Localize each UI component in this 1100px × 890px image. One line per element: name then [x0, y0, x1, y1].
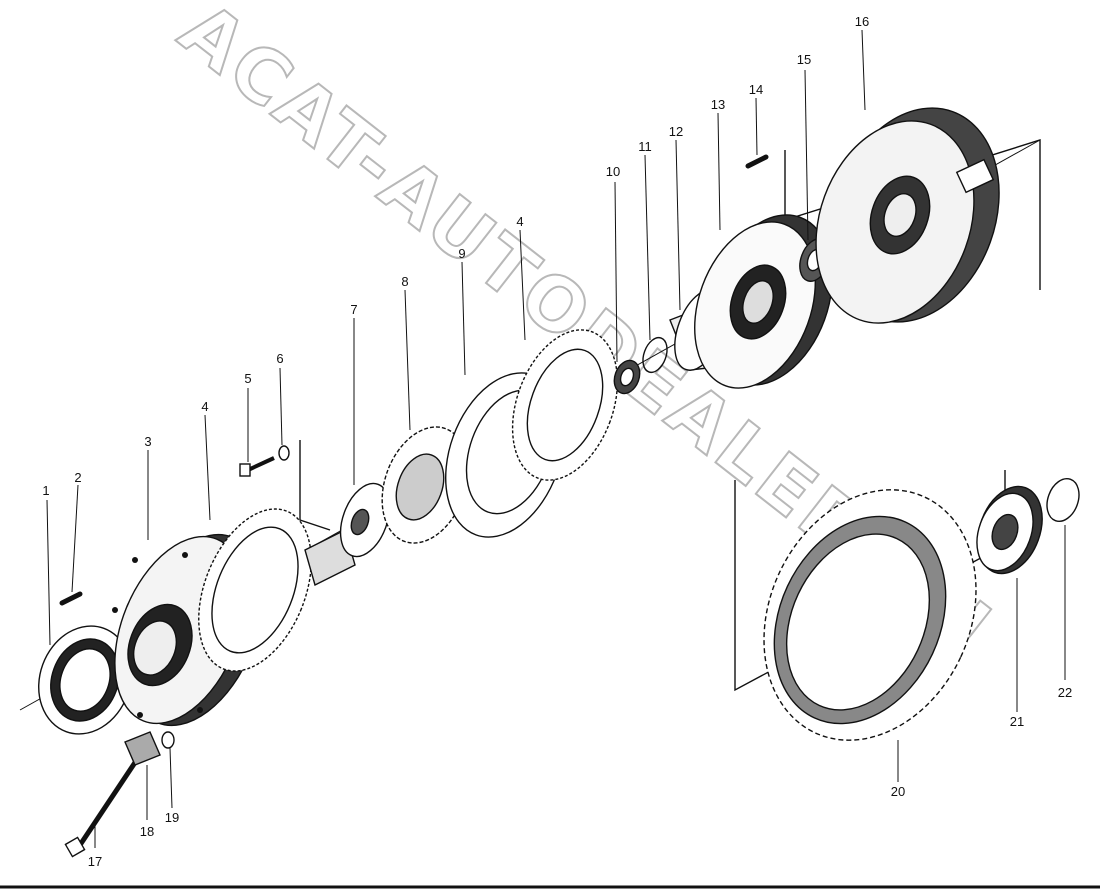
- part-11-snap-ring: [642, 336, 668, 374]
- part-18-lock-plate: [124, 731, 161, 766]
- label-21: 21: [1010, 714, 1024, 729]
- label-19: 19: [165, 810, 179, 825]
- part-17-long-bolt: [64, 756, 141, 858]
- part-2-pin: [59, 591, 83, 606]
- part-16-housing: [815, 107, 1000, 324]
- part-labels: 1 2 3 4 4 5 6 7 8 9 10 11 12 13 14 15 16…: [42, 14, 1072, 869]
- part-5-bolt: [239, 456, 275, 477]
- label-12: 12: [669, 124, 683, 139]
- label-4a: 4: [201, 399, 208, 414]
- part-4-friction-disc-right: [511, 329, 619, 481]
- label-13: 13: [711, 97, 725, 112]
- leader-lines: [46, 29, 1066, 848]
- part-21-bearing: [976, 485, 1043, 575]
- label-3: 3: [144, 434, 151, 449]
- part-22-seal-ring: [1046, 477, 1080, 523]
- label-2: 2: [74, 470, 81, 485]
- label-10: 10: [606, 164, 620, 179]
- label-20: 20: [891, 784, 905, 799]
- part-8-gear: [381, 426, 469, 544]
- label-1: 1: [42, 483, 49, 498]
- label-9: 9: [458, 246, 465, 261]
- label-22: 22: [1058, 685, 1072, 700]
- label-14: 14: [749, 82, 763, 97]
- label-16: 16: [855, 14, 869, 29]
- part-19-washer: [161, 731, 175, 749]
- label-6: 6: [276, 351, 283, 366]
- part-20-ring-gear: [763, 489, 977, 741]
- label-7: 7: [350, 302, 357, 317]
- part-13-drum: [694, 214, 833, 389]
- label-11: 11: [638, 139, 652, 154]
- part-14-pin: [745, 154, 769, 169]
- label-15: 15: [797, 52, 811, 67]
- part-7-spline-shaft: [304, 482, 391, 587]
- label-4b: 4: [516, 214, 523, 229]
- label-8: 8: [401, 274, 408, 289]
- label-17: 17: [88, 854, 102, 869]
- part-6-washer: [278, 445, 290, 461]
- part-4-friction-disc-left: [198, 508, 312, 672]
- label-5: 5: [244, 371, 251, 386]
- part-10-small-bearing: [613, 359, 641, 395]
- part-1-bearing: [38, 625, 132, 735]
- label-18: 18: [140, 824, 154, 839]
- bracket-lines-left: [299, 440, 331, 531]
